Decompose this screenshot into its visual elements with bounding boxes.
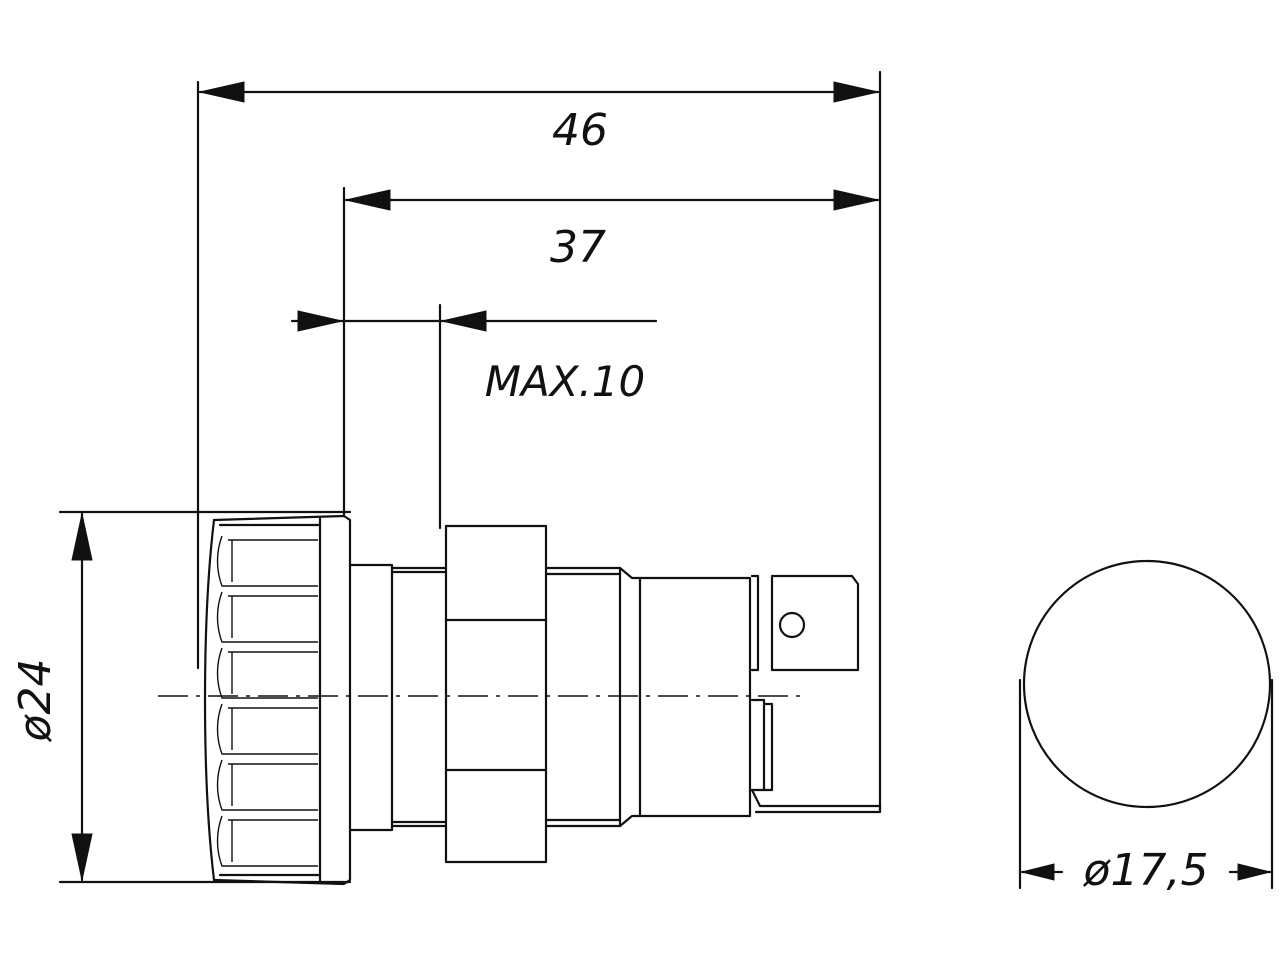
dimension-cap-diameter: ø17,5	[1020, 845, 1272, 896]
dimension-bezel-diameter: ø24	[10, 512, 93, 882]
arrow-head-icon	[71, 833, 93, 881]
body-length-label: 37	[550, 222, 606, 273]
terminal-hole-icon	[778, 611, 806, 639]
panel-thickness-label: MAX.10	[485, 357, 646, 406]
arrow-head-icon	[1021, 863, 1055, 881]
arrow-head-icon	[833, 189, 879, 211]
hex-nut	[444, 524, 548, 864]
cap-end-view	[1022, 559, 1272, 809]
extension-lines	[58, 70, 1274, 890]
dimension-overall-length: 46	[198, 81, 880, 156]
arrow-head-icon	[297, 310, 343, 332]
dimension-body-length: 37	[344, 189, 880, 273]
cap-diameter-label: ø17,5	[1083, 845, 1209, 896]
arrow-head-icon	[345, 189, 391, 211]
overall-length-label: 46	[552, 105, 608, 156]
knurled-bezel	[203, 514, 352, 886]
terminal-tabs	[750, 574, 882, 814]
bezel-diameter-label: ø24	[10, 659, 61, 743]
rear-housing	[544, 566, 752, 828]
arrow-head-icon	[441, 310, 487, 332]
arrow-head-icon	[1237, 863, 1271, 881]
arrow-head-icon	[833, 81, 879, 103]
arrow-head-icon	[199, 81, 245, 103]
arrow-head-icon	[71, 513, 93, 561]
threaded-body	[348, 563, 448, 832]
dimension-panel-thickness: MAX.10	[290, 310, 658, 406]
